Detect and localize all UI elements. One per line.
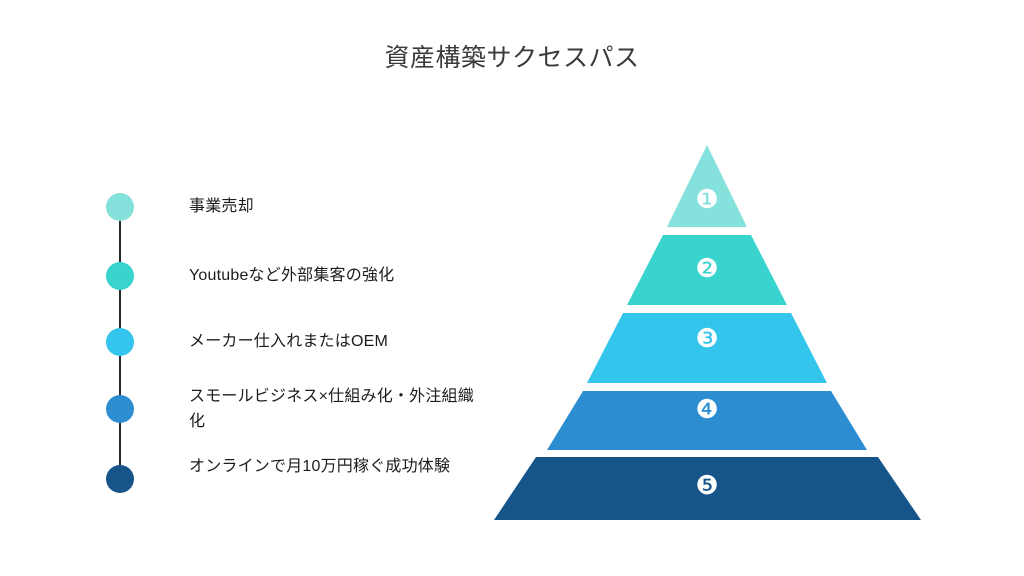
- legend-item-label-2: Youtubeなど外部集客の強化: [189, 267, 395, 284]
- legend-item-label-4: スモールビジネス×仕組み化・外注組織化: [189, 388, 474, 430]
- legend-item-label-3: メーカー仕入れまたはOEM: [189, 333, 389, 350]
- legend-item-label-1: 事業売却: [189, 198, 254, 215]
- timeline-dot-3: [106, 328, 134, 356]
- pyramid-diagram: ❶ ❷ ❸ ❹ ❺: [470, 130, 950, 540]
- pyramid-tier-2[interactable]: [627, 235, 787, 305]
- pyramid-tier-5[interactable]: [494, 457, 921, 520]
- pyramid-badge-3: ❸: [695, 324, 719, 354]
- pyramid-badge-4: ❹: [695, 395, 719, 425]
- timeline-dot-1: [106, 193, 134, 221]
- legend-item-label-5: オンラインで月10万円稼ぐ成功体験: [189, 458, 451, 475]
- pyramid-tier-1[interactable]: [667, 145, 747, 227]
- page-title: 資産構築サクセスパス: [384, 44, 640, 72]
- pyramid-badge-5: ❺: [695, 471, 719, 501]
- legend-timeline: 事業売却 Youtubeなど外部集客の強化 メーカー仕入れまたはOEM スモール…: [0, 0, 500, 576]
- pyramid-badge-1: ❶: [695, 185, 719, 215]
- timeline-dot-2: [106, 262, 134, 290]
- pyramid-shapes: [494, 145, 921, 520]
- pyramid-badge-2: ❷: [695, 254, 719, 284]
- timeline-dot-4: [106, 395, 134, 423]
- pyramid-tier-4[interactable]: [547, 391, 867, 450]
- pyramid-tier-3[interactable]: [587, 313, 827, 383]
- timeline-dot-5: [106, 465, 134, 493]
